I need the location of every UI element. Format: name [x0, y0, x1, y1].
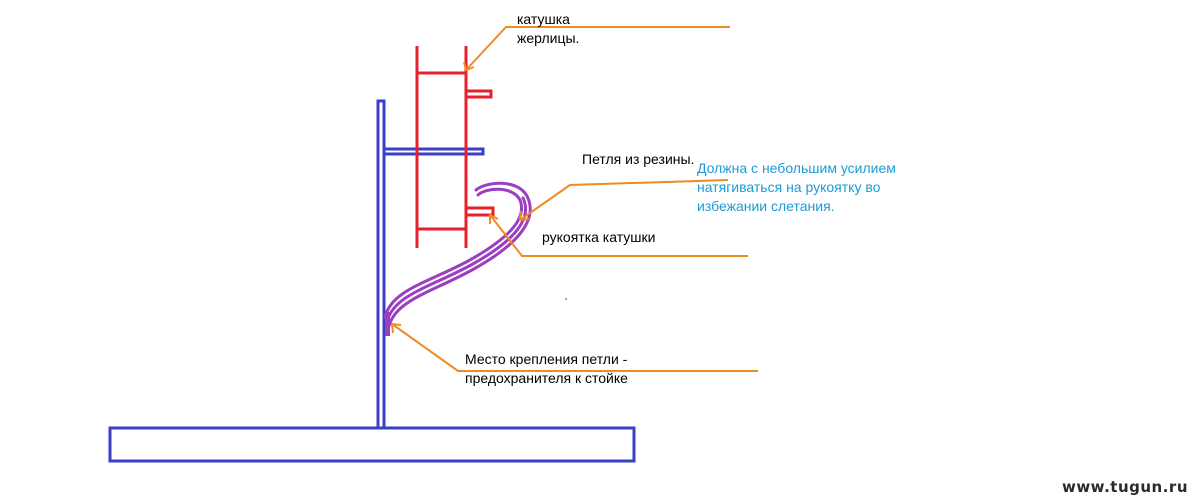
loop-note-line-2: натягиваться на рукоятку во	[697, 179, 881, 195]
pointer-lines	[390, 26, 758, 372]
stray-dot	[565, 298, 567, 300]
loop-note: Должна с небольшим усилием натягиваться …	[697, 159, 896, 216]
rubber-loop-label-text: Петля из резины.	[582, 151, 695, 167]
reel	[415, 46, 495, 248]
rubber-loop-label: Петля из резины.	[582, 150, 694, 169]
reel-label: катушка жерлицы.	[517, 10, 579, 48]
reel-upper-handle	[464, 89, 493, 99]
base-plate	[108, 426, 636, 463]
loop-note-line-1: Должна с небольшим усилием	[697, 160, 896, 176]
rubber-loop-inner	[387, 181, 532, 328]
loop-attachment-point	[385, 312, 390, 336]
reel-pointer-arrowhead	[463, 61, 475, 72]
vertical-post	[376, 99, 386, 430]
handle-label: рукоятка катушки	[542, 228, 655, 247]
loop-pointer-arrowhead	[518, 210, 530, 222]
reel-label-line-1: катушка	[517, 11, 570, 27]
loop-pointer-line	[519, 179, 729, 221]
reel-label-line-2: жерлицы.	[517, 30, 580, 46]
site-watermark: www.tugun.ru	[1061, 478, 1188, 496]
handle-pointer-line	[489, 214, 748, 257]
mount-label-line-2: предохранителя к стойке	[465, 370, 628, 386]
handle-label-text: рукоятка катушки	[542, 229, 656, 245]
loop-note-line-3: избежании слетания.	[697, 198, 835, 214]
rubber-loop	[383, 181, 532, 328]
handle-pointer-arrowhead	[489, 213, 499, 224]
reel-pointer-line	[465, 26, 730, 71]
reel-handle	[464, 206, 495, 217]
mount-label: Место крепления петли - предохранителя к…	[465, 350, 628, 388]
mount-pointer-line	[391, 323, 758, 372]
mount-label-line-1: Место крепления петли -	[465, 351, 628, 367]
rubber-loop-outer	[383, 187, 523, 320]
mount-pointer-arrowhead	[390, 322, 402, 334]
axle-bar	[382, 147, 485, 156]
